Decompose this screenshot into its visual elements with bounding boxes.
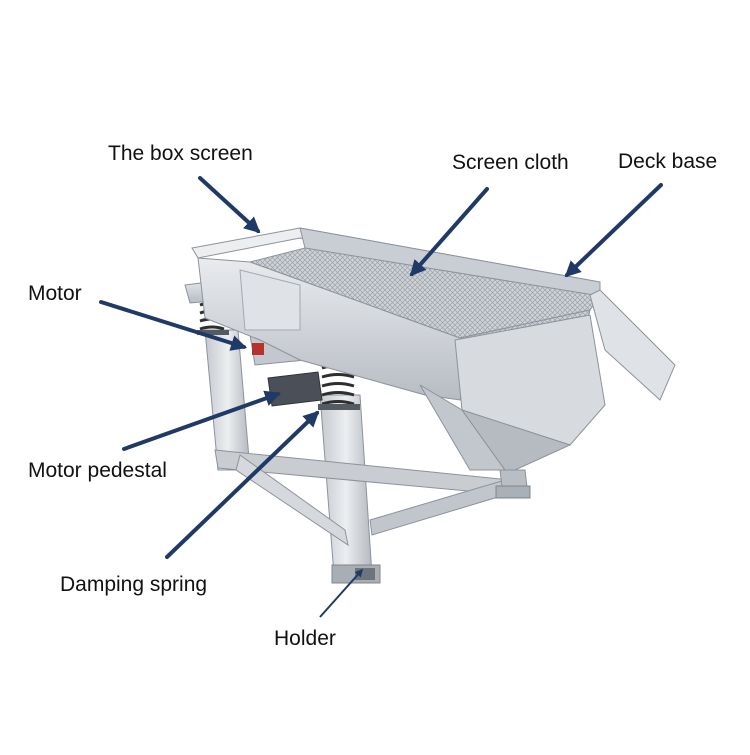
label-motor: Motor	[28, 282, 82, 305]
arrow-box-screen	[198, 176, 261, 234]
label-holder: Holder	[274, 627, 336, 650]
label-motor-pedestal: Motor pedestal	[28, 459, 167, 482]
callout-arrow-holder	[319, 568, 364, 618]
arrow-deck-base	[564, 183, 663, 278]
label-deck-base: Deck base	[618, 150, 718, 173]
label-damping-spring: Damping spring	[60, 573, 208, 596]
support-frame	[204, 329, 531, 584]
arrow-screen-cloth	[409, 187, 489, 277]
box-screen-body	[191, 227, 676, 471]
callout-arrows	[99, 176, 663, 559]
arrow-motor	[99, 300, 248, 351]
label-screen-cloth: Screen cloth	[452, 151, 569, 174]
label-box-screen: The box screen	[108, 142, 253, 165]
arrow-motor-pedestal	[122, 390, 282, 451]
arrow-damping-spring	[165, 410, 320, 559]
